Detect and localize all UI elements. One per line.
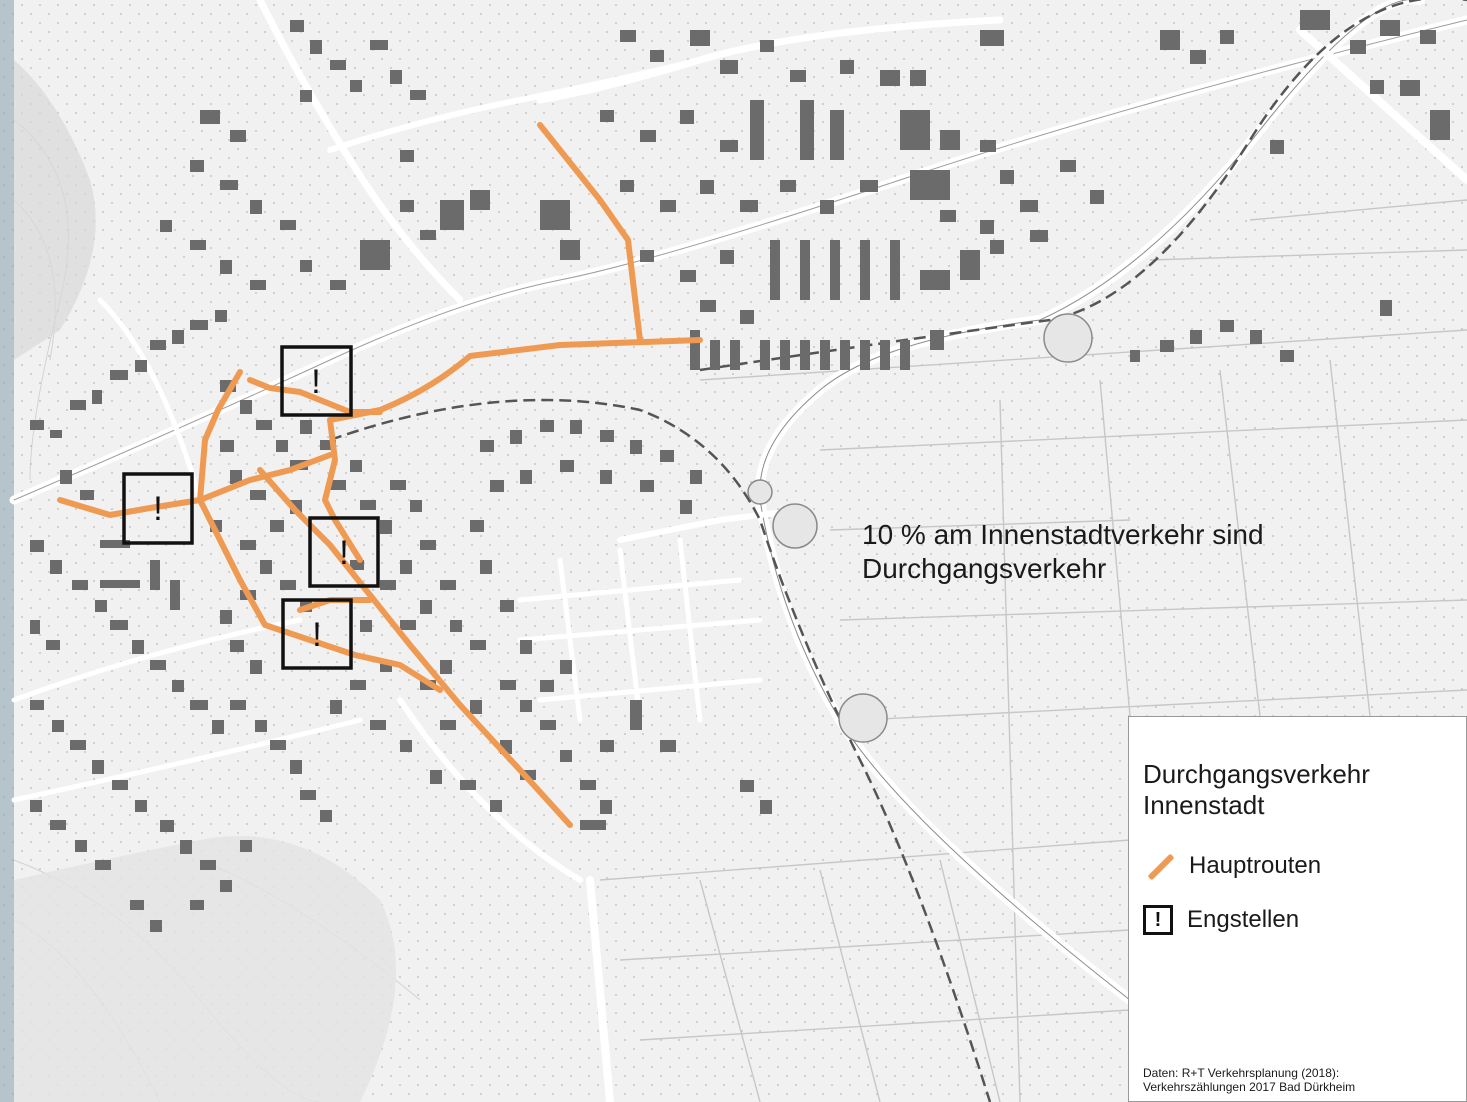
annotation-line-2: Durchgangsverkehr: [862, 553, 1107, 584]
bottleneck-marker-south: !: [281, 598, 353, 670]
map-legend: Durchgangsverkehr Innenstadt Hauptrouten…: [1128, 716, 1467, 1102]
legend-item-main-routes: Hauptrouten: [1143, 849, 1321, 883]
orange-line-icon: [1143, 849, 1177, 883]
source-line-1: Daten: R+T Verkehrsplanung (2018):: [1143, 1066, 1340, 1080]
bottleneck-mark-text: !: [312, 616, 321, 654]
legend-label-bottlenecks: Engstellen: [1187, 906, 1300, 933]
legend-label-main-routes: Hauptrouten: [1189, 852, 1322, 879]
field-lines: [599, 199, 1467, 1102]
bottleneck-mark-text: !: [339, 534, 348, 572]
legend-title: Durchgangsverkehr Innenstadt: [1143, 759, 1370, 821]
data-source-note: Daten: R+T Verkehrsplanung (2018): Verke…: [1143, 1066, 1355, 1094]
annotation-line-1: 10 % am Innenstadtverkehr sind: [862, 519, 1264, 550]
legend-item-bottlenecks: ! Engstellen: [1143, 905, 1299, 935]
map-annotation: 10 % am Innenstadtverkehr sind Durchgang…: [862, 518, 1264, 586]
interchanges: [747, 313, 1093, 743]
bottleneck-marker-west: !: [122, 472, 194, 545]
bottleneck-mark-text: !: [153, 490, 162, 528]
bottleneck-marker-north: !: [280, 345, 353, 417]
bottleneck-mark-text: !: [311, 363, 320, 401]
legend-title-line-1: Durchgangsverkehr: [1143, 759, 1370, 789]
source-line-2: Verkehrszählungen 2017 Bad Dürkheim: [1143, 1080, 1356, 1094]
bottleneck-markers: ! ! ! !: [122, 345, 380, 670]
exclamation-box-icon: !: [1143, 905, 1173, 935]
main-routes: [57, 122, 703, 828]
buildings: [30, 10, 1450, 932]
legend-title-line-2: Innenstadt: [1143, 790, 1265, 820]
railways: [329, 0, 1467, 1102]
bottleneck-marker-east: !: [308, 516, 380, 588]
